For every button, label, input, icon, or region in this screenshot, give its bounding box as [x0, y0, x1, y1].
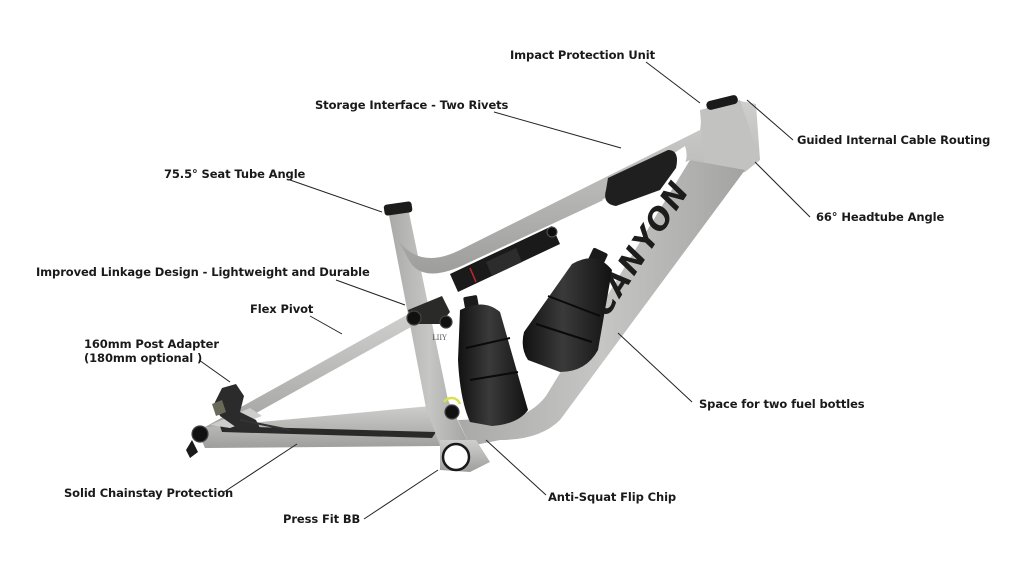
rear-dropout [186, 425, 209, 458]
callout-press-fit-bb: Press Fit BB [283, 512, 361, 526]
impact-protection-unit-cap [706, 95, 738, 110]
leader-linkage [335, 279, 406, 306]
callout-cable-routing: Guided Internal Cable Routing [797, 133, 991, 147]
seatpost-collar [383, 201, 413, 216]
main-pivot-bolt [444, 404, 460, 420]
press-fit-bb-shell [441, 442, 471, 472]
leader-press-fit-bb [363, 469, 439, 520]
leader-flex-pivot [309, 315, 343, 335]
callout-post-adapter-line1: 160mm Post Adapter [84, 337, 219, 351]
head-tube [700, 95, 760, 176]
callout-headtube-angle: 66° Headtube Angle [816, 210, 945, 224]
seat-tube: LIIY [383, 201, 470, 462]
callout-flex-pivot: Flex Pivot [250, 302, 314, 316]
shock-red-ring [469, 267, 477, 283]
leader-flip-chip [485, 439, 547, 496]
derailleur-hanger [186, 440, 198, 458]
leader-fuel-bottles [617, 332, 693, 403]
leader-cable-routing [746, 99, 794, 141]
linkage [406, 296, 453, 329]
brake-hose [239, 419, 291, 431]
bottle-seat-tube [458, 295, 528, 426]
bottom-bracket [440, 440, 490, 472]
leader-post-adapter [198, 359, 231, 383]
leader-headtube-angle [754, 161, 811, 218]
callout-seat-tube-angle: 75.5° Seat Tube Angle [164, 167, 306, 181]
linkage-pivot-rear [439, 315, 453, 329]
main-pivot [442, 396, 462, 420]
leader-lines [198, 61, 811, 520]
callout-impact-protection-unit: Impact Protection Unit [510, 48, 655, 62]
frame-decal: LIIY [432, 334, 447, 342]
leader-chainstay-protection [223, 443, 298, 493]
callout-flip-chip: Anti-Squat Flip Chip [548, 490, 677, 504]
callout-post-adapter-line2: (180mm optional ) [84, 351, 203, 365]
leader-storage-interface [493, 111, 622, 149]
callout-fuel-bottles: Space for two fuel bottles [699, 397, 865, 411]
rear-shock [450, 226, 560, 292]
callout-linkage-design: Improved Linkage Design - Lightweight an… [36, 265, 370, 279]
callout-chainstay-protection: Solid Chainstay Protection [64, 486, 234, 500]
rear-axle [191, 425, 209, 443]
bottle-down-tube [522, 247, 612, 372]
linkage-pivot-front [406, 310, 422, 326]
leader-seat-tube-angle [289, 179, 383, 213]
storage-box [605, 150, 677, 206]
callout-storage-interface: Storage Interface - Two Rivets [315, 98, 509, 112]
leader-impact-protection [645, 61, 701, 104]
brake-caliper [212, 384, 291, 432]
flip-chip-accent [442, 396, 462, 405]
chainstay-protector [220, 426, 436, 438]
shock-mount-bolt [546, 226, 558, 238]
